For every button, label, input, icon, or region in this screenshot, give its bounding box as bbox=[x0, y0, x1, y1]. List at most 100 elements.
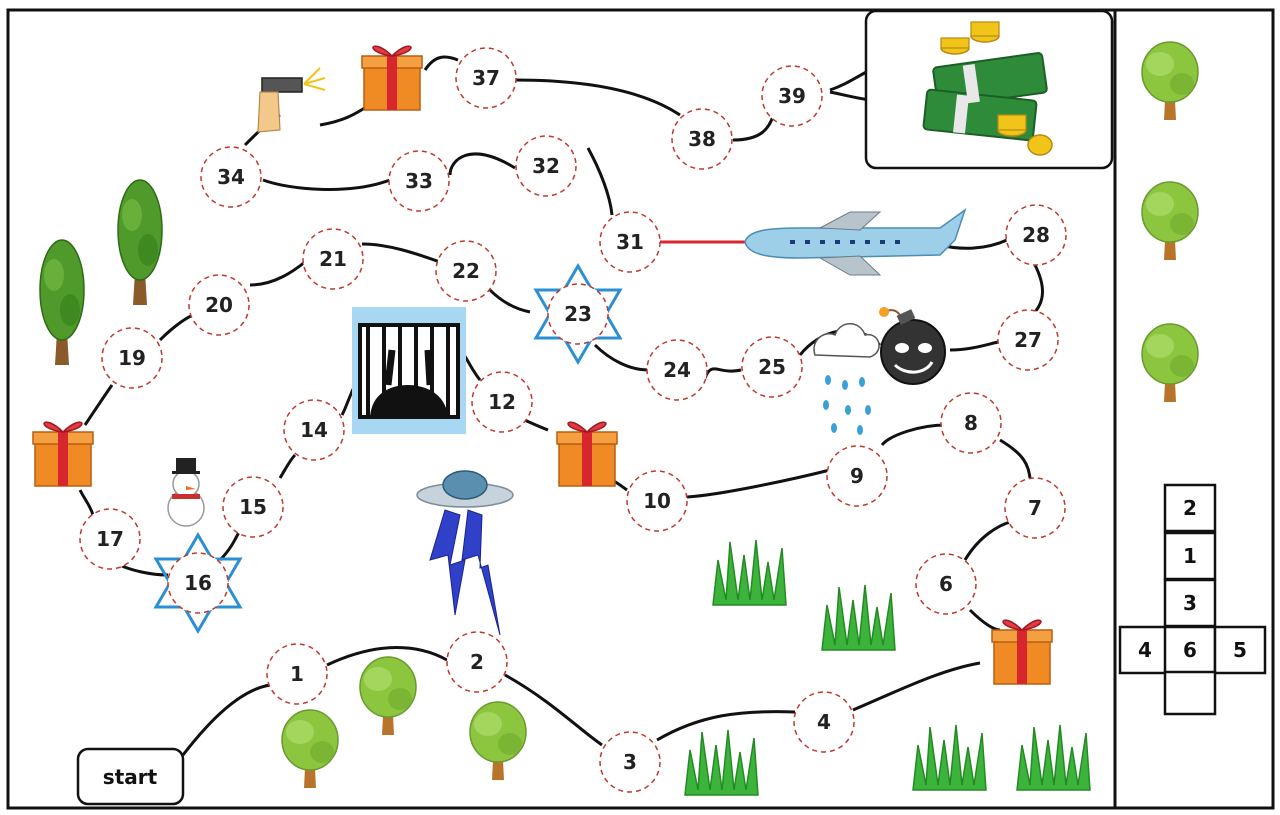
path-cell-label: 24 bbox=[663, 358, 691, 382]
grass-icon bbox=[684, 729, 759, 796]
path-cell-label: 15 bbox=[239, 495, 267, 519]
bomb-icon bbox=[879, 307, 946, 385]
die-net-face: 4 bbox=[1118, 625, 1172, 675]
start-box[interactable]: start bbox=[76, 747, 185, 806]
gun-icon bbox=[257, 67, 326, 133]
path-cell-33[interactable]: 33 bbox=[388, 150, 450, 212]
path-cell-label: 10 bbox=[643, 489, 671, 513]
path-cell-label: 27 bbox=[1014, 328, 1042, 352]
money-icon bbox=[922, 21, 1053, 156]
path-cell-15[interactable]: 15 bbox=[222, 476, 284, 538]
path-cell-20[interactable]: 20 bbox=[188, 274, 250, 336]
path-cell-12[interactable]: 12 bbox=[471, 371, 533, 433]
path-cell-1[interactable]: 1 bbox=[266, 643, 328, 705]
path-cell-label: 16 bbox=[184, 571, 212, 595]
tree-icon bbox=[358, 655, 418, 737]
prize-box bbox=[864, 9, 1114, 170]
path-cell-label: 1 bbox=[290, 662, 304, 686]
path-cell-37[interactable]: 37 bbox=[455, 47, 517, 109]
path-cell-label: 25 bbox=[758, 355, 786, 379]
jail-bars-icon bbox=[352, 307, 466, 434]
path-cell-label: 3 bbox=[623, 750, 637, 774]
path-cell-14[interactable]: 14 bbox=[283, 399, 345, 461]
die-net-face-label: 3 bbox=[1183, 591, 1197, 615]
path-cell-label: 19 bbox=[118, 346, 146, 370]
path-cell-label: 6 bbox=[939, 572, 953, 596]
path-cell-label: 7 bbox=[1028, 496, 1042, 520]
grass-icon bbox=[712, 539, 787, 606]
die-net-face-label: 1 bbox=[1183, 544, 1197, 568]
die-net-face-label: 2 bbox=[1183, 496, 1197, 520]
path-cell-label: 12 bbox=[488, 390, 516, 414]
die-net-face: 3 bbox=[1163, 578, 1217, 628]
die-net-face-label: 5 bbox=[1233, 638, 1247, 662]
path-cell-25[interactable]: 25 bbox=[741, 336, 803, 398]
path-cell-label: 34 bbox=[217, 165, 245, 189]
path-cell-32[interactable]: 32 bbox=[515, 135, 577, 197]
path-cell-label: 14 bbox=[300, 418, 328, 442]
path-cell-8[interactable]: 8 bbox=[940, 392, 1002, 454]
path-cell-21[interactable]: 21 bbox=[302, 228, 364, 290]
tree-icon bbox=[280, 708, 340, 790]
path-cell-19[interactable]: 19 bbox=[101, 327, 163, 389]
path-cell-24[interactable]: 24 bbox=[646, 339, 708, 401]
path-cell-label: 17 bbox=[96, 527, 124, 551]
path-cell-label: 33 bbox=[405, 169, 433, 193]
path-cell-label: 2 bbox=[470, 650, 484, 674]
path-cell-label: 9 bbox=[850, 464, 864, 488]
path-cell-6[interactable]: 6 bbox=[915, 553, 977, 615]
path-cell-9[interactable]: 9 bbox=[826, 445, 888, 507]
path-cell-10[interactable]: 10 bbox=[626, 470, 688, 532]
path-cell-34[interactable]: 34 bbox=[200, 146, 262, 208]
board-frame bbox=[6, 8, 1275, 810]
tree-icon bbox=[1140, 322, 1200, 404]
path-cell-28[interactable]: 28 bbox=[1005, 204, 1067, 266]
path-line bbox=[78, 55, 1044, 756]
path-cell-label: 22 bbox=[452, 259, 480, 283]
die-net-face-label: 6 bbox=[1183, 638, 1197, 662]
path-cell-label: 32 bbox=[532, 154, 560, 178]
rain-cloud-icon bbox=[813, 323, 880, 435]
tree-icon bbox=[117, 179, 163, 306]
path-cell-23[interactable]: 23 bbox=[547, 283, 609, 345]
path-cell-22[interactable]: 22 bbox=[435, 240, 497, 302]
tree-icon bbox=[468, 700, 528, 782]
path-cell-17[interactable]: 17 bbox=[79, 508, 141, 570]
gift-box-icon bbox=[991, 619, 1053, 685]
die-net-face: 2 bbox=[1163, 483, 1217, 533]
path-cell-4[interactable]: 4 bbox=[793, 691, 855, 753]
path-cell-16[interactable]: 16 bbox=[167, 552, 229, 614]
path-cell-27[interactable]: 27 bbox=[997, 309, 1059, 371]
grass-icon bbox=[821, 584, 896, 651]
gift-box-icon bbox=[361, 45, 423, 111]
die-net-face: 1 bbox=[1163, 531, 1217, 581]
path-cell-label: 38 bbox=[688, 127, 716, 151]
die-net: 2 1 3 4 6 5 bbox=[1118, 483, 1267, 716]
start-label: start bbox=[103, 765, 158, 789]
path-cell-label: 31 bbox=[616, 230, 644, 254]
path-cell-2[interactable]: 2 bbox=[446, 631, 508, 693]
path-cell-31[interactable]: 31 bbox=[599, 211, 661, 273]
path-cell-3[interactable]: 3 bbox=[599, 731, 661, 793]
tree-icon bbox=[1140, 40, 1200, 122]
die-net-face: 5 bbox=[1213, 625, 1267, 675]
tree-icon bbox=[39, 239, 85, 366]
path-cell-7[interactable]: 7 bbox=[1004, 477, 1066, 539]
path-cell-label: 37 bbox=[472, 66, 500, 90]
die-net-face-label: 4 bbox=[1138, 638, 1152, 662]
snowman-icon bbox=[167, 458, 205, 527]
tree-icon bbox=[1140, 180, 1200, 262]
airplane-icon bbox=[744, 208, 967, 276]
path-cell-label: 8 bbox=[964, 411, 978, 435]
path-cell-label: 28 bbox=[1022, 223, 1050, 247]
grass-icon bbox=[912, 724, 987, 791]
die-net-face: 6 bbox=[1163, 625, 1217, 675]
path-cell-label: 21 bbox=[319, 247, 347, 271]
path-cell-38[interactable]: 38 bbox=[671, 108, 733, 170]
path-cell-label: 39 bbox=[778, 84, 806, 108]
gift-box-icon bbox=[556, 421, 618, 487]
ufo-lightning-icon bbox=[416, 470, 514, 636]
path-cell-39[interactable]: 39 bbox=[761, 65, 823, 127]
